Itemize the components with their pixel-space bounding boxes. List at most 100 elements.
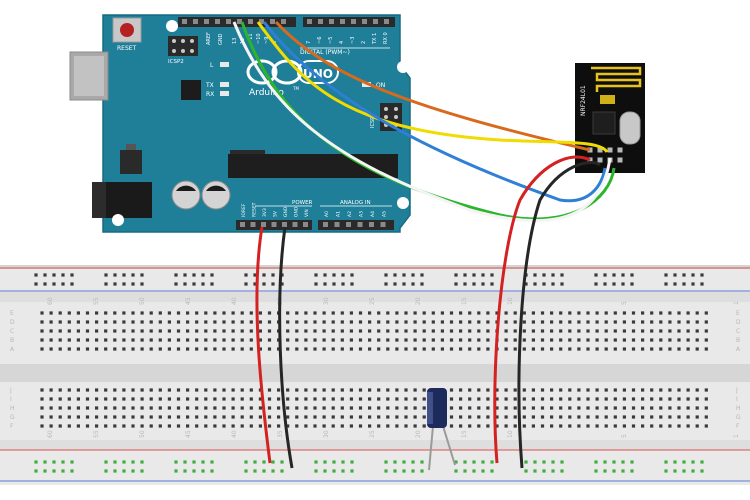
breadboard-hole	[650, 424, 654, 428]
breadboard-hole	[422, 397, 426, 401]
column-number-top: 20	[415, 297, 422, 305]
wire-orange	[274, 20, 591, 152]
rail-hole	[104, 460, 108, 464]
header-pin	[281, 19, 286, 24]
breadboard-hole	[568, 329, 572, 333]
rail-hole	[314, 469, 318, 473]
breadboard-hole	[404, 397, 408, 401]
breadboard-hole	[468, 311, 472, 315]
breadboard-hole	[695, 388, 699, 392]
breadboard-hole	[295, 320, 299, 324]
breadboard-hole	[349, 311, 353, 315]
breadboard-hole	[577, 424, 581, 428]
rail-hole	[332, 273, 336, 277]
breadboard-hole	[249, 338, 253, 342]
rail-hole	[244, 282, 248, 286]
breadboard-hole	[340, 329, 344, 333]
breadboard-hole	[559, 424, 563, 428]
breadboard-hole	[495, 311, 499, 315]
breadboard-hole	[58, 338, 62, 342]
rail-hole	[551, 460, 555, 464]
rail-hole	[280, 469, 284, 473]
breadboard-hole	[559, 397, 563, 401]
breadboard-hole	[704, 388, 708, 392]
breadboard-hole	[195, 406, 199, 410]
breadboard-hole	[240, 329, 244, 333]
rail-hole	[350, 469, 354, 473]
rail-hole	[420, 460, 424, 464]
breadboard-hole	[258, 415, 262, 419]
breadboard-hole	[195, 320, 199, 324]
rail-hole	[122, 460, 126, 464]
rail-hole	[253, 460, 257, 464]
breadboard-hole	[377, 329, 381, 333]
rail-hole	[341, 273, 345, 277]
rail-hole	[402, 460, 406, 464]
breadboard-hole	[449, 347, 454, 351]
breadboard-hole	[295, 415, 299, 419]
breadboard-hole	[85, 338, 90, 342]
breadboard-hole	[213, 338, 217, 342]
breadboard-hole	[95, 347, 99, 351]
breadboard-hole	[131, 338, 135, 342]
breadboard-hole	[249, 397, 253, 401]
breadboard-hole	[149, 406, 153, 410]
breadboard-hole	[659, 311, 663, 315]
rail-hole	[323, 460, 327, 464]
breadboard-hole	[613, 424, 617, 428]
breadboard-hole	[104, 388, 108, 392]
breadboard-hole	[113, 424, 117, 428]
breadboard-hole	[686, 415, 690, 419]
breadboard-hole	[577, 388, 581, 392]
rail-hole	[411, 282, 415, 286]
row-label-left: F	[10, 423, 14, 430]
breadboard-hole	[231, 320, 235, 324]
breadboard-hole	[368, 406, 372, 410]
breadboard-hole	[704, 311, 708, 315]
rail-hole	[463, 469, 467, 473]
breadboard-hole	[58, 415, 62, 419]
breadboard-hole	[167, 424, 171, 428]
power-jack-front	[92, 182, 106, 218]
breadboard-hole	[249, 311, 253, 315]
breadboard-hole	[222, 320, 226, 324]
breadboard-hole	[40, 320, 44, 324]
breadboard-hole	[495, 406, 499, 410]
breadboard-hole	[650, 406, 654, 410]
breadboard-hole	[395, 329, 399, 333]
breadboard-hole	[477, 424, 481, 428]
breadboard-hole	[422, 415, 426, 419]
icsp2-header	[168, 36, 198, 56]
column-number-top: 25	[369, 297, 376, 305]
header-pin	[373, 19, 378, 24]
rail-hole	[691, 460, 695, 464]
breadboard-hole	[677, 424, 681, 428]
mount-hole-3	[397, 197, 409, 209]
breadboard-hole	[267, 406, 272, 410]
breadboard-hole	[295, 311, 299, 315]
breadboard-hole	[550, 338, 554, 342]
digital-pin-label: 2	[361, 41, 367, 44]
rail-hole	[210, 469, 214, 473]
rail-hole	[533, 460, 537, 464]
rail-hole	[612, 273, 616, 277]
breadboard-hole	[95, 338, 99, 342]
breadboard-hole	[659, 415, 663, 419]
rail-hole	[542, 273, 546, 277]
breadboard-hole	[213, 320, 217, 324]
breadboard-hole	[413, 320, 417, 324]
header-pin	[226, 19, 231, 24]
breadboard-hole	[622, 311, 626, 315]
breadboard-hole	[322, 424, 326, 428]
breadboard-hole	[76, 388, 80, 392]
breadboard-hole	[104, 397, 108, 401]
breadboard-hole	[377, 311, 381, 315]
header-pin	[292, 222, 298, 227]
breadboard-hole	[449, 329, 454, 333]
breadboard-hole	[468, 424, 472, 428]
breadboard-hole	[613, 338, 617, 342]
breadboard-hole	[40, 338, 44, 342]
rail-hole	[61, 469, 65, 473]
rail-hole	[113, 460, 117, 464]
breadboard-hole	[631, 320, 636, 324]
